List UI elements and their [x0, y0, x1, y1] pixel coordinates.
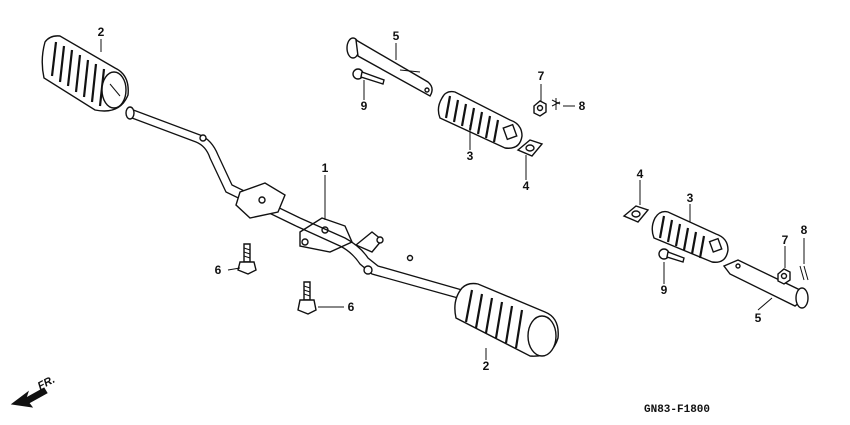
callout-bolt-9-top: 9 — [361, 99, 368, 113]
front-direction-label: FR. — [36, 374, 57, 393]
bolt-9-right — [658, 248, 685, 263]
callout-bolt-6-left: 6 — [215, 263, 222, 277]
nut-7-top — [533, 100, 547, 117]
callout-rubber-3-right: 3 — [687, 191, 694, 205]
leader-lines — [100, 39, 805, 360]
bolt-6-left — [237, 243, 257, 275]
cotter-8-top — [551, 98, 561, 110]
bolt-9-top — [352, 68, 385, 85]
callout-rubber-3-top: 3 — [467, 149, 474, 163]
footpeg-rubber-lower-center — [454, 282, 559, 357]
callout-nut-7-top: 7 — [538, 69, 545, 83]
rubber-3-right — [651, 210, 729, 263]
callout-rubber-2-upper-left: 2 — [98, 25, 105, 39]
callout-bolt-6-center: 6 — [348, 300, 355, 314]
front-direction-arrow-icon — [10, 387, 48, 408]
footpeg-rubber-upper-left — [41, 35, 129, 112]
callout-rubber-2-lower-center: 2 — [483, 359, 490, 373]
callout-washer-4-right: 4 — [637, 167, 644, 181]
callout-pin-5-right: 5 — [755, 311, 762, 325]
cotter-8-right — [799, 265, 809, 281]
pin-top — [346, 37, 433, 97]
nut-7-right — [777, 268, 791, 285]
callout-cotter-8-right: 8 — [801, 223, 808, 237]
callout-nut-7-right: 7 — [782, 233, 789, 247]
washer-4-top — [516, 139, 544, 157]
callout-cotter-8-top: 8 — [579, 99, 586, 113]
callout-bar-1: 1 — [322, 161, 329, 175]
callout-bolt-9-right: 9 — [661, 283, 668, 297]
rubber-3-top — [437, 90, 523, 149]
washer-4-right — [622, 205, 650, 223]
diagram-code: GN83-F1800 — [644, 404, 710, 416]
bolt-6-center — [297, 281, 317, 315]
callout-washer-4-top: 4 — [523, 179, 530, 193]
pin-right — [722, 259, 809, 309]
step-bar-part-1 — [125, 106, 463, 299]
callout-pin-5-top: 5 — [393, 29, 400, 43]
